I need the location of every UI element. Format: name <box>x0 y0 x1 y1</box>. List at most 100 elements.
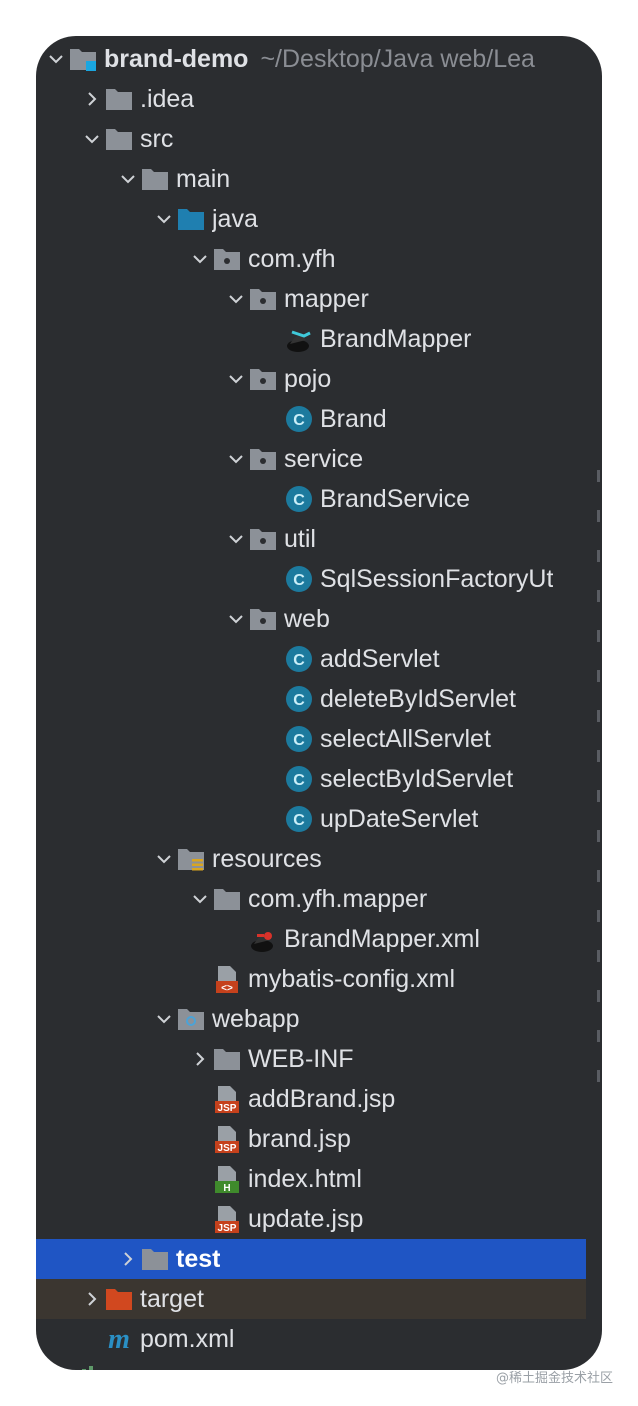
chevron-down-icon[interactable] <box>44 39 68 79</box>
tree-item-label: deleteByIdServlet <box>320 684 516 713</box>
class-icon: C <box>284 484 314 514</box>
tree-item-test[interactable]: test <box>36 1239 586 1279</box>
folder-icon <box>212 1044 242 1074</box>
tree-item-main[interactable]: main <box>36 159 586 199</box>
tree-item-brandmapper-xml[interactable]: BrandMapper.xml <box>36 919 586 959</box>
chevron-right-icon[interactable] <box>80 79 104 119</box>
tree-item-label: pom.xml <box>140 1324 235 1353</box>
tree-item-label: BrandService <box>320 484 471 513</box>
chevron-down-icon[interactable] <box>152 839 176 879</box>
tree-item-web[interactable]: web <box>36 599 586 639</box>
chevron-spacer <box>188 1159 212 1199</box>
tree-item-target[interactable]: target <box>36 1279 586 1319</box>
mybatis-xml-icon <box>248 924 278 954</box>
tree-item-label: mybatis-config.xml <box>248 964 455 993</box>
chevron-down-icon[interactable] <box>80 119 104 159</box>
source-folder-icon <box>176 204 206 234</box>
gutter-tick <box>597 510 600 522</box>
tree-item-com-yfh[interactable]: com.yfh <box>36 239 586 279</box>
tree-item-src[interactable]: src <box>36 119 586 159</box>
module-folder-icon <box>68 44 98 74</box>
chevron-down-icon[interactable] <box>152 999 176 1039</box>
tree-item-label: pojo <box>284 364 332 393</box>
folder-icon <box>212 884 242 914</box>
gutter-tick <box>597 550 600 562</box>
tree-item-mybatis-config-xml[interactable]: <>mybatis-config.xml <box>36 959 586 999</box>
web-folder-icon <box>176 1004 206 1034</box>
tree-item-brandservice[interactable]: C BrandService <box>36 479 586 519</box>
chevron-right-icon[interactable] <box>116 1239 140 1279</box>
tree-item-label: java <box>212 204 258 233</box>
chevron-spacer <box>80 1319 104 1359</box>
tree-item-service[interactable]: service <box>36 439 586 479</box>
chevron-spacer <box>188 1199 212 1239</box>
root-name: brand-demo <box>104 44 249 73</box>
tree-item-com-yfh-mapper[interactable]: com.yfh.mapper <box>36 879 586 919</box>
class-icon: C <box>284 404 314 434</box>
tree-item-label: WEB-INF <box>248 1044 354 1073</box>
next-root-peek <box>76 1362 376 1370</box>
html-file-icon: H <box>212 1164 242 1194</box>
chevron-down-icon[interactable] <box>188 239 212 279</box>
editor-gutter-hints <box>586 456 602 1096</box>
svg-text:C: C <box>293 492 305 509</box>
tree-item-brandmapper[interactable]: BrandMapper <box>36 319 586 359</box>
gutter-tick <box>597 710 600 722</box>
tree-item-web-inf[interactable]: WEB-INF <box>36 1039 586 1079</box>
chevron-right-icon[interactable] <box>188 1039 212 1079</box>
chevron-down-icon[interactable] <box>224 439 248 479</box>
tree-item-mapper[interactable]: mapper <box>36 279 586 319</box>
tree-item-label: Brand <box>320 404 387 433</box>
gutter-tick <box>597 670 600 682</box>
jsp-file-icon: JSP <box>212 1124 242 1154</box>
tree-item-java[interactable]: java <box>36 199 586 239</box>
tree-root-brand-demo[interactable]: brand-demo ~/Desktop/Java web/Lea <box>36 39 586 79</box>
folder-icon <box>104 84 134 114</box>
package-icon <box>212 244 242 274</box>
tree-item-label: resources <box>212 844 322 873</box>
tree-item-util[interactable]: util <box>36 519 586 559</box>
xml-file-icon: <> <box>212 964 242 994</box>
chevron-spacer <box>224 919 248 959</box>
gutter-tick <box>597 590 600 602</box>
gutter-tick <box>597 830 600 842</box>
chevron-spacer <box>260 639 284 679</box>
gutter-tick <box>597 470 600 482</box>
tree-item-label: brand.jsp <box>248 1124 351 1153</box>
tree-item-resources[interactable]: resources <box>36 839 586 879</box>
chevron-down-icon[interactable] <box>224 279 248 319</box>
chevron-down-icon[interactable] <box>224 359 248 399</box>
tree-item-webapp[interactable]: webapp <box>36 999 586 1039</box>
chevron-down-icon[interactable] <box>116 159 140 199</box>
svg-text:C: C <box>293 692 305 709</box>
chevron-right-icon[interactable] <box>80 1279 104 1319</box>
tree-item-idea[interactable]: .idea <box>36 79 586 119</box>
chevron-down-icon[interactable] <box>224 599 248 639</box>
tree-item-label: selectAllServlet <box>320 724 491 753</box>
chevron-down-icon[interactable] <box>188 879 212 919</box>
chevron-spacer <box>188 959 212 999</box>
chevron-down-icon[interactable] <box>152 199 176 239</box>
chevron-down-icon[interactable] <box>224 519 248 559</box>
gutter-tick <box>597 750 600 762</box>
tree-item-pojo[interactable]: pojo <box>36 359 586 399</box>
tree-item-label: BrandMapper <box>320 324 472 353</box>
svg-text:C: C <box>293 572 305 589</box>
svg-text:H: H <box>223 1183 230 1194</box>
chevron-spacer <box>260 559 284 599</box>
tree-item-label: addServlet <box>320 644 440 673</box>
package-icon <box>248 444 278 474</box>
